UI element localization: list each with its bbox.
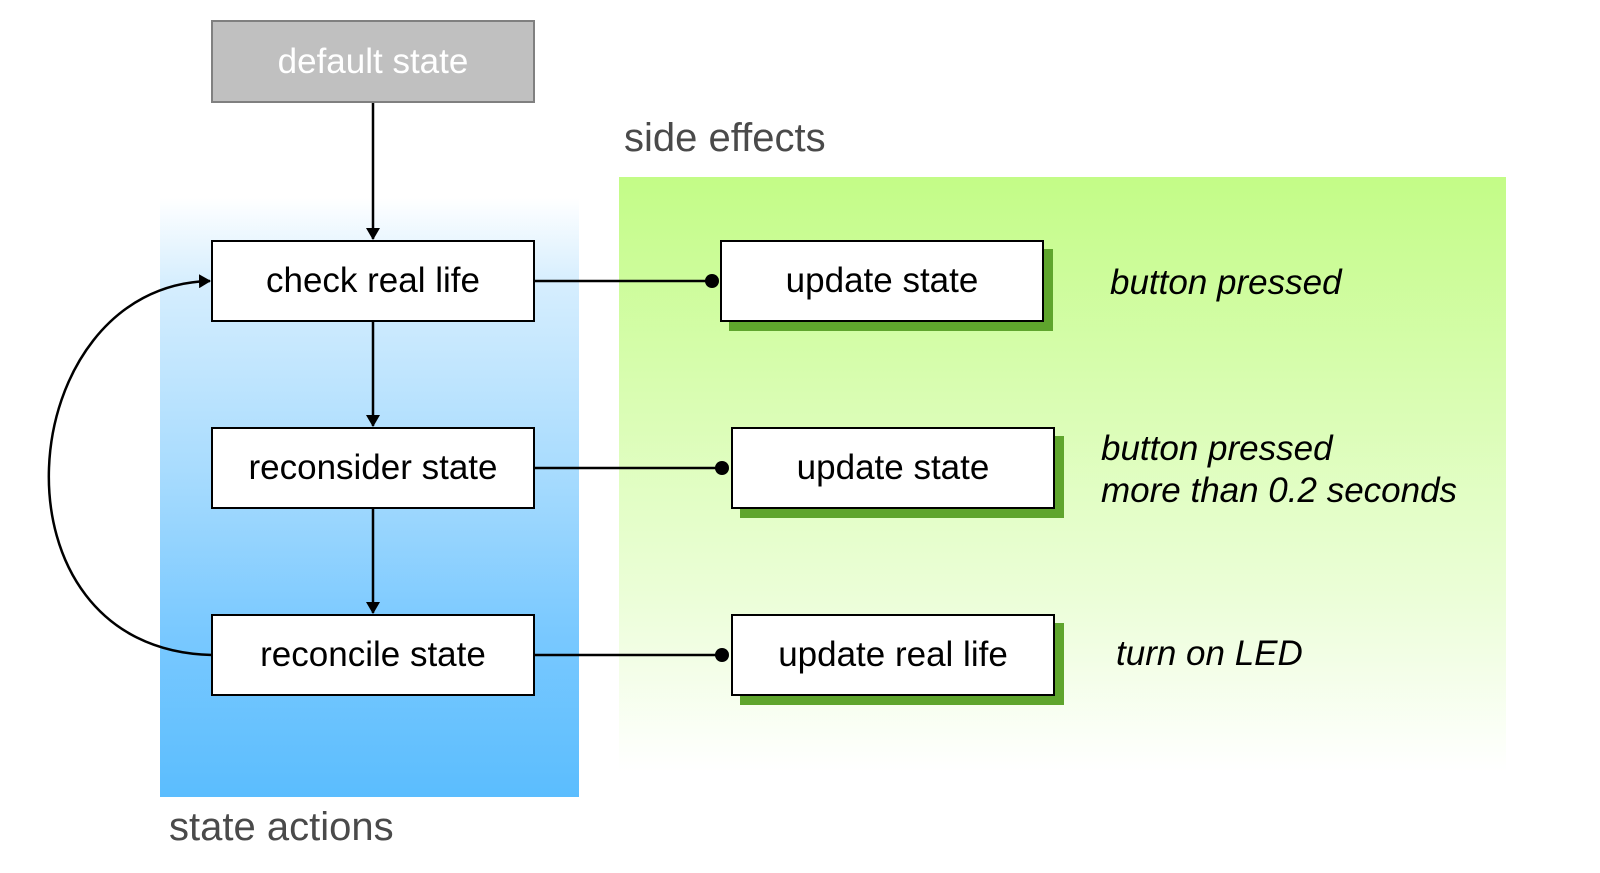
check-real-life-node: check real life (211, 240, 535, 322)
update-state-node-2: update state (731, 427, 1055, 509)
connector-dot-3 (715, 648, 729, 662)
reconcile-state-node: reconcile state (211, 614, 535, 696)
note-turn-on-led: turn on LED (1116, 634, 1303, 673)
update-state-node-1: update state (720, 240, 1044, 322)
reconsider-state-node: reconsider state (211, 427, 535, 509)
default-state-node: default state (211, 20, 535, 103)
note-button-pressed-long-line1: button pressed (1101, 429, 1333, 468)
note-button-pressed: button pressed (1110, 263, 1342, 302)
update-real-life-node: update real life (731, 614, 1055, 696)
note-button-pressed-long-line2: more than 0.2 seconds (1101, 471, 1458, 510)
connector-dot-1 (705, 274, 719, 288)
side-effects-label: side effects (624, 116, 826, 160)
connector-dot-2 (715, 461, 729, 475)
state-actions-label: state actions (169, 805, 394, 849)
arrow-loop-back-to-check (47, 274, 213, 657)
